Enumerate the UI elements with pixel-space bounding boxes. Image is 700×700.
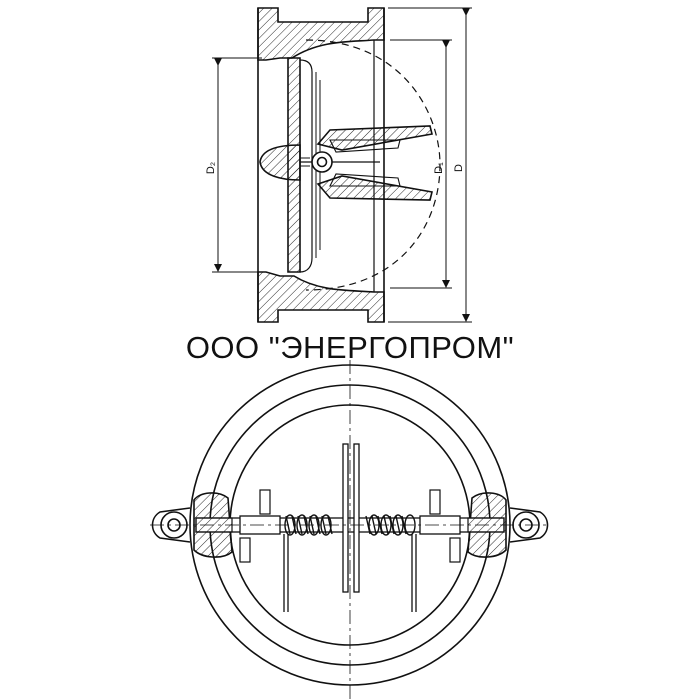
upper-plate xyxy=(316,125,433,151)
front-view xyxy=(150,360,550,700)
right-lug xyxy=(509,507,549,543)
side-section-view xyxy=(212,7,472,323)
dimension-label-d2: D₂ xyxy=(205,162,217,174)
dimension-label-d: D xyxy=(453,164,465,172)
disc-swing-arc xyxy=(305,39,441,291)
stop-post xyxy=(342,443,349,593)
company-name: ООО "ЭНЕРГОПРОМ" xyxy=(185,330,515,365)
hub xyxy=(259,144,301,181)
valve-body-lower-wall xyxy=(257,271,385,323)
valve-body-upper-wall xyxy=(257,7,385,61)
hinge-pin-circle xyxy=(311,151,333,173)
lower-plate xyxy=(316,175,433,201)
dimension-label-d1: D₁ xyxy=(433,162,445,174)
